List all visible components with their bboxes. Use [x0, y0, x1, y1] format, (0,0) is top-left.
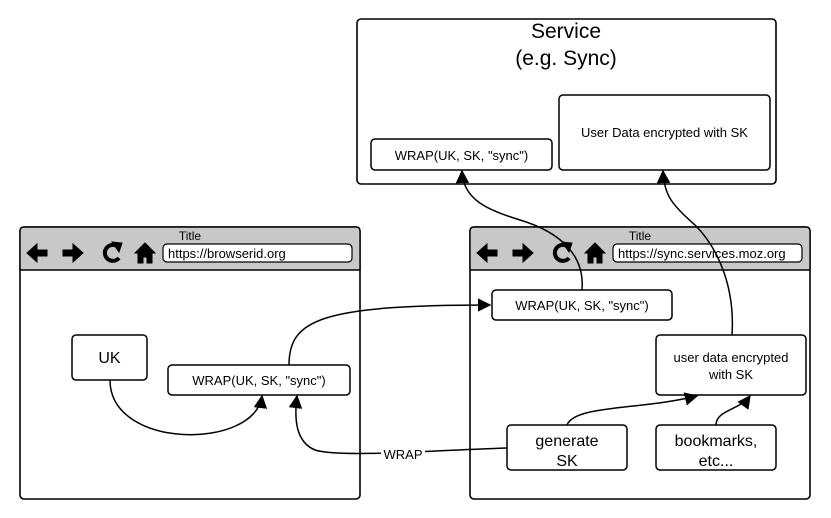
- left-back-arrow-icon[interactable]: [26, 242, 48, 264]
- edge-wrap-label: WRAP: [384, 447, 423, 462]
- edge-left-wrap-to-right-wrap: [288, 298, 492, 366]
- left-browser-title: Title: [179, 229, 202, 243]
- edge-wrap-label-bg: [381, 447, 425, 462]
- service-panel: Service (e.g. Sync) WRAP(UK, SK, "sync")…: [356, 18, 777, 185]
- edge-bookmarks-to-encrypted: [715, 394, 751, 426]
- left-wrap-node: WRAP(UK, SK, "sync"): [167, 364, 351, 396]
- right-forward-arrow-icon[interactable]: [512, 242, 534, 264]
- left-reload-icon[interactable]: [102, 241, 123, 263]
- edge-generate-to-encrypted: [566, 392, 699, 426]
- right-url-bar[interactable]: https://sync.services.moz.org: [612, 243, 803, 263]
- connectors: WRAP: [109, 169, 751, 462]
- edge-encrypted-to-service-data: [656, 169, 734, 336]
- left-url-bar[interactable]: https://browserid.org: [162, 243, 353, 263]
- service-subtitle: (e.g. Sync): [515, 47, 617, 70]
- left-uk-label: UK: [98, 350, 121, 367]
- right-bookmarks-label-line2: etc...: [699, 453, 734, 470]
- left-home-icon[interactable]: [133, 242, 157, 264]
- service-wrap-label: WRAP(UK, SK, "sync"): [395, 148, 528, 163]
- edge-generate-to-left-wrap: [288, 394, 508, 455]
- service-title: Service: [531, 20, 601, 43]
- right-wrap-node: WRAP(UK, SK, "sync"): [491, 289, 673, 321]
- right-bookmarks-label-line1: bookmarks,: [675, 433, 758, 450]
- left-wrap-label: WRAP(UK, SK, "sync"): [192, 373, 325, 388]
- right-wrap-label: WRAP(UK, SK, "sync"): [515, 298, 648, 313]
- right-encrypted-label-line2: with SK: [708, 367, 753, 382]
- right-url-text: https://sync.services.moz.org: [618, 246, 786, 261]
- service-user-data-label: User Data encrypted with SK: [581, 125, 748, 140]
- edge-uk-to-left-wrap: [109, 379, 268, 436]
- service-wrap-node: WRAP(UK, SK, "sync"): [370, 138, 553, 171]
- left-uk-node: UK: [71, 334, 148, 381]
- right-generate-label-line1: generate: [535, 433, 598, 450]
- right-generate-node: generate SK: [506, 424, 628, 471]
- service-user-data-node: User Data encrypted with SK: [558, 94, 771, 171]
- left-url-text: https://browserid.org: [168, 246, 286, 261]
- right-browser-window: Title https://sync.services.moz.org WRAP…: [469, 226, 811, 500]
- right-bookmarks-node: bookmarks, etc...: [655, 424, 777, 471]
- right-encrypted-node: user data encrypted with SK: [655, 334, 807, 396]
- right-generate-label-line2: SK: [556, 453, 578, 470]
- left-browser-window: Title https://browserid.org UK WRAP(UK, …: [19, 226, 361, 500]
- right-back-arrow-icon[interactable]: [476, 242, 498, 264]
- right-browser-title: Title: [629, 229, 652, 243]
- edge-right-wrap-to-service-wrap: [455, 169, 583, 291]
- right-encrypted-label-line1: user data encrypted: [674, 350, 789, 365]
- right-home-icon[interactable]: [583, 242, 607, 264]
- left-forward-arrow-icon[interactable]: [62, 242, 84, 264]
